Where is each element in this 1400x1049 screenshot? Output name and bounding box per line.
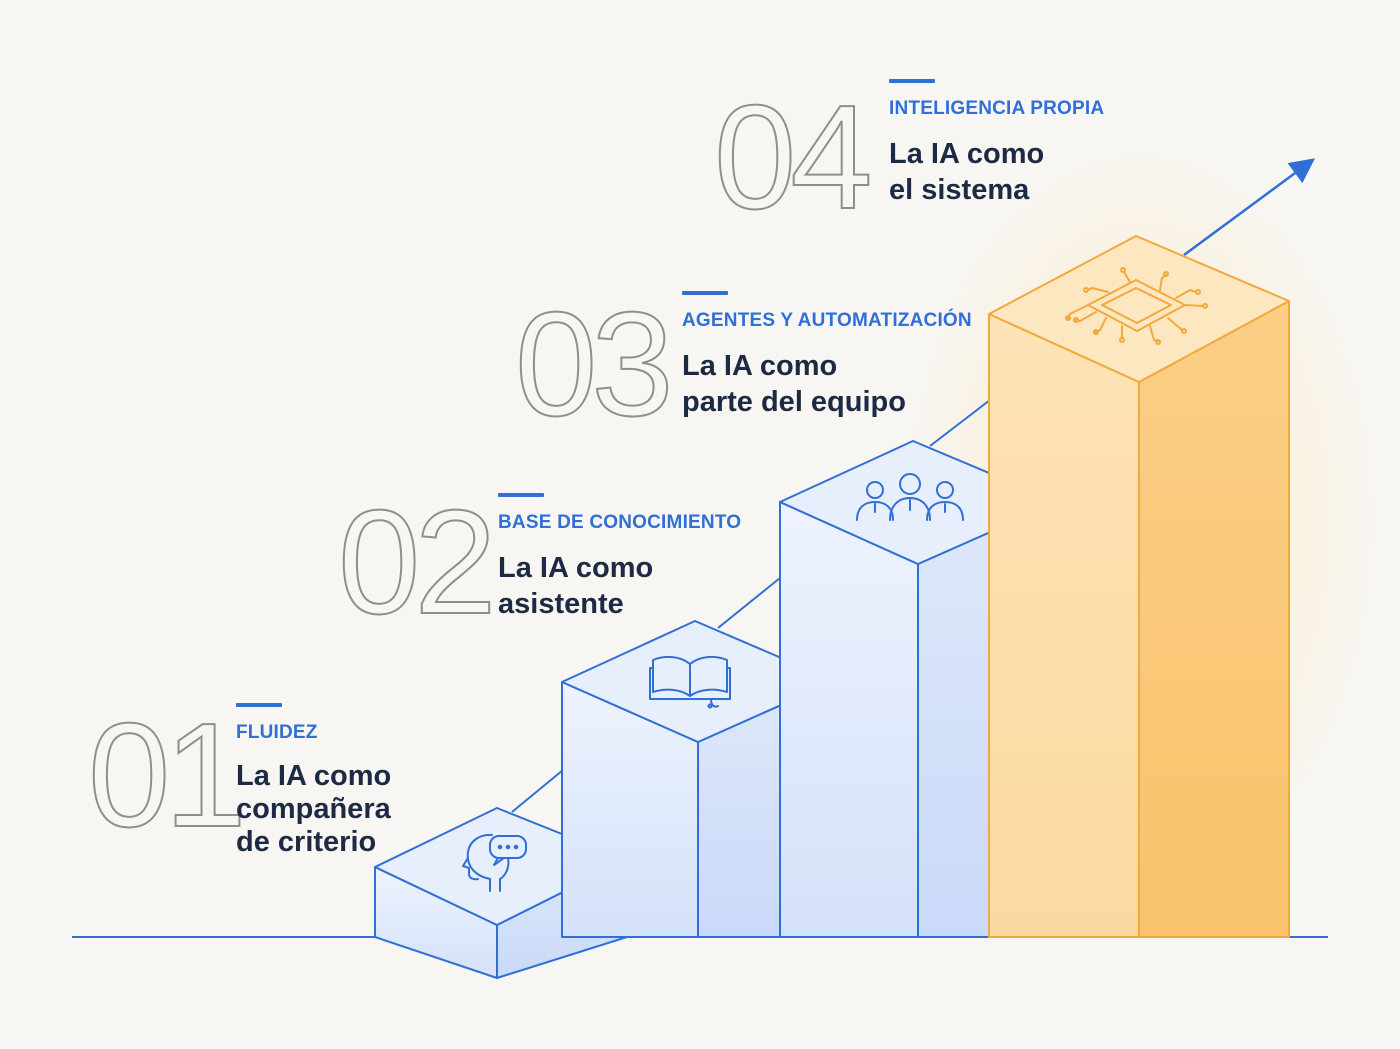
stage-3-label: AGENTES Y AUTOMATIZACIÓN La IA como part… — [682, 291, 972, 420]
stage-1-category: FLUIDEZ — [236, 722, 318, 743]
stage-1-title: La IA como compañera de criterio — [236, 760, 392, 858]
head-thought-bubble-icon — [462, 833, 527, 892]
stage-2-accent-bar — [498, 493, 544, 497]
stage-3-accent-bar — [682, 291, 728, 295]
stage-4-number: 04 — [714, 75, 868, 240]
stage-3-number: 03 — [515, 282, 668, 447]
stage-2-number: 02 — [338, 480, 491, 645]
stage-3-title: La IA como parte del equipo — [682, 350, 906, 418]
growth-line — [511, 399, 991, 813]
stage-1-number: 01 — [88, 693, 241, 858]
stage-3-category: AGENTES Y AUTOMATIZACIÓN — [682, 310, 972, 331]
stage-2-title: La IA como asistente — [498, 552, 654, 620]
stage-4-accent-bar — [889, 79, 935, 83]
stage-2-category: BASE DE CONOCIMIENTO — [498, 512, 742, 533]
stage-1-accent-bar — [236, 703, 282, 707]
growth-arrow-icon — [1183, 158, 1316, 257]
stage-4-title: La IA como el sistema — [889, 138, 1045, 206]
open-book-icon — [649, 655, 731, 709]
stage-4-category: INTELIGENCIA PROPIA — [889, 98, 1105, 119]
stage-4-block — [988, 235, 1290, 938]
stage-1-label: FLUIDEZ La IA como compañera de criterio — [236, 703, 391, 859]
stage-2-label: BASE DE CONOCIMIENTO La IA como asistent… — [498, 493, 741, 622]
stage-4-label: INTELIGENCIA PROPIA La IA como el sistem… — [889, 79, 1104, 208]
chip-icon — [1065, 267, 1208, 345]
team-people-icon — [856, 473, 964, 521]
